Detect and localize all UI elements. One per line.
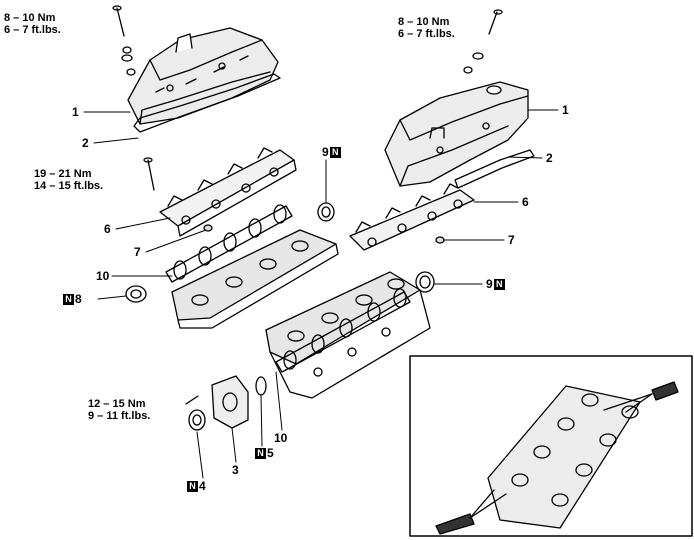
torque-label-bottom-left: 12 – 15 Nm 9 – 11 ft.lbs. bbox=[88, 398, 150, 422]
callout-9-right-number: 9 bbox=[486, 277, 493, 291]
callout-2-right: 2 bbox=[546, 151, 553, 165]
torque-tr-nm: 8 – 10 Nm bbox=[398, 16, 450, 28]
top-camshaft-seal bbox=[317, 202, 335, 222]
new-part-badge: N bbox=[187, 481, 198, 493]
torque-tl-ftlbs: 6 – 7 ft.lbs. bbox=[4, 24, 61, 36]
callout-7-right: 7 bbox=[508, 233, 515, 247]
left-camshaft-seal bbox=[125, 285, 147, 303]
left-rocker-bolt bbox=[143, 157, 155, 191]
left-camshaft bbox=[165, 204, 293, 283]
callout-2-left: 2 bbox=[82, 136, 89, 150]
callout-1-left: 1 bbox=[72, 105, 79, 119]
torque-label-top-left: 8 – 10 Nm 6 – 7 ft.lbs. bbox=[4, 12, 61, 36]
inset-sealant-detail bbox=[409, 355, 693, 537]
left-rocker-arm-assembly bbox=[159, 147, 297, 237]
torque-bl-nm: 12 – 15 Nm bbox=[88, 398, 146, 410]
new-part-badge: N bbox=[255, 448, 266, 460]
callout-8-number: 8 bbox=[75, 292, 82, 306]
left-valve-cover bbox=[127, 27, 279, 125]
right-valve-cover bbox=[384, 81, 529, 187]
left-cover-bolt bbox=[112, 5, 136, 76]
callout-6-left: 6 bbox=[104, 222, 111, 236]
callout-6-right: 6 bbox=[522, 195, 529, 209]
new-part-badge: N bbox=[493, 279, 505, 291]
new-part-badge: N bbox=[329, 147, 341, 159]
torque-ml-nm: 19 – 21 Nm bbox=[34, 168, 92, 180]
right-cover-bolt bbox=[463, 9, 503, 74]
oil-seal-4 bbox=[188, 409, 206, 431]
right-lash-adjuster bbox=[435, 236, 445, 244]
new-part-badge: N bbox=[63, 294, 74, 306]
right-camshaft bbox=[275, 288, 411, 373]
callout-1-right: 1 bbox=[562, 103, 569, 117]
right-rocker-arm-assembly bbox=[349, 183, 475, 251]
leader-lines bbox=[83, 109, 559, 479]
housing-3 bbox=[211, 375, 249, 429]
right-cylinder-head bbox=[265, 271, 431, 399]
right-camshaft-seal bbox=[415, 271, 435, 293]
left-valve-cover-gasket bbox=[133, 73, 281, 133]
callout-5-number: 5 bbox=[267, 446, 274, 460]
o-ring-5 bbox=[255, 376, 267, 396]
callout-10-bottom: 10 bbox=[274, 431, 288, 445]
torque-bl-ftlbs: 9 – 11 ft.lbs. bbox=[88, 410, 151, 422]
callout-3: 3 bbox=[232, 463, 239, 477]
left-cylinder-head bbox=[171, 229, 339, 329]
torque-ml-ftlbs: 14 – 15 ft.lbs. bbox=[34, 180, 104, 192]
torque-label-top-right: 8 – 10 Nm 6 – 7 ft.lbs. bbox=[398, 16, 455, 40]
torque-tr-ftlbs: 6 – 7 ft.lbs. bbox=[398, 28, 455, 40]
torque-tl-nm: 8 – 10 Nm bbox=[4, 12, 56, 24]
torque-label-mid-left: 19 – 21 Nm 14 – 15 ft.lbs. bbox=[34, 168, 103, 192]
housing-bolt bbox=[185, 395, 199, 405]
callout-7-left: 7 bbox=[134, 245, 141, 259]
callout-4-number: 4 bbox=[199, 479, 206, 493]
callout-9-number: 9 bbox=[322, 145, 329, 159]
callout-10-left: 10 bbox=[96, 269, 110, 283]
